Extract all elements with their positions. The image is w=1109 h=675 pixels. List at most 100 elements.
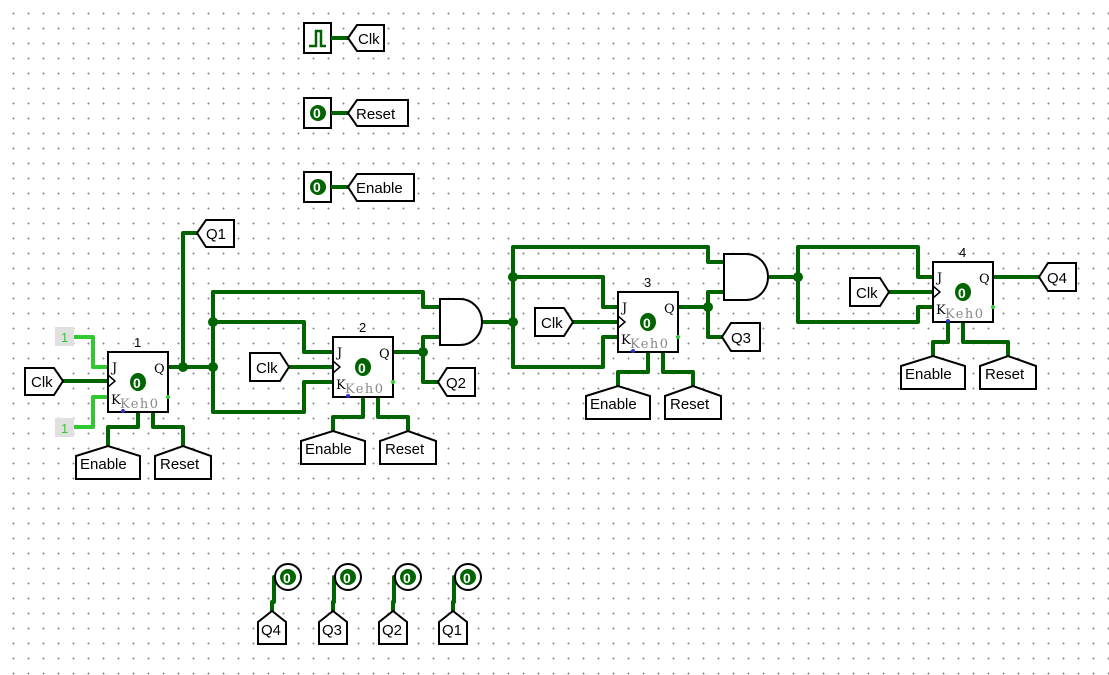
wire-const-j [74, 335, 108, 369]
svg-text:0: 0 [343, 570, 351, 586]
output-led-q4: 0 Q4 [257, 563, 302, 645]
junctions [178, 272, 803, 372]
reset-tunnel-ff4: Reset [979, 354, 1037, 390]
wire-ff3-enable [616, 350, 650, 389]
svg-text:0: 0 [643, 315, 651, 331]
svg-text:Enable: Enable [305, 441, 352, 458]
enable-tunnel-ff2: Enable [300, 429, 366, 465]
wire-ff3-q [676, 290, 726, 309]
svg-text:J: J [110, 361, 117, 376]
enable-tunnel-ff4: Enable [900, 354, 966, 390]
reset-tunnel-ff3: Reset [664, 384, 722, 420]
svg-text:Q: Q [979, 272, 990, 287]
svg-text:0: 0 [403, 570, 411, 586]
wire-ff4-reset [961, 320, 1010, 359]
svg-text:1: 1 [134, 335, 141, 350]
svg-text:0: 0 [283, 570, 291, 586]
svg-text:Reset: Reset [356, 106, 396, 123]
enable-tunnel-ff3: Enable [585, 384, 651, 420]
wire-ff2-q [390, 335, 442, 354]
wire-ff2-reset [376, 395, 410, 434]
svg-text:Clk: Clk [256, 360, 278, 377]
svg-text:Q: Q [154, 362, 165, 377]
svg-text:Q: Q [379, 347, 390, 362]
svg-text:Keh0: Keh0 [945, 307, 983, 322]
reset-tunnel-top: Reset [346, 99, 409, 127]
reset-input[interactable]: 0 [303, 97, 348, 129]
wire-and1-in1 [211, 290, 442, 309]
wire-ff3-j [511, 275, 620, 309]
svg-text:J: J [620, 301, 627, 316]
svg-text:Reset: Reset [385, 441, 425, 458]
svg-text:K: K [621, 333, 631, 348]
svg-text:2: 2 [359, 320, 366, 335]
wire-ff4-j [796, 245, 935, 279]
svg-text:Q4: Q4 [261, 622, 281, 639]
svg-text:Q2: Q2 [382, 622, 402, 639]
svg-text:Enable: Enable [905, 366, 952, 383]
and-gate-1 [439, 298, 483, 346]
jk-flipflop-2: 2 J Q K Keh0 0 [332, 320, 395, 398]
wire-ff3-reset [661, 350, 695, 389]
wire-const-k [74, 395, 108, 429]
wire-ff2-k [211, 365, 335, 414]
svg-text:K: K [936, 303, 946, 318]
output-led-q1: 0 Q1 [438, 563, 482, 645]
clk-tunnel-top: Clk [346, 24, 385, 52]
enable-tunnel-ff1: Enable [75, 444, 141, 480]
svg-text:J: J [335, 346, 342, 361]
jk-flipflop-1: 1 J Q K Keh0 0 [107, 335, 170, 413]
wire-ff3-k [511, 320, 620, 369]
svg-text:Reset: Reset [160, 456, 200, 473]
svg-text:Keh0: Keh0 [120, 397, 158, 412]
jk-flipflop-4: 4 J Q K Keh0 0 [932, 245, 995, 323]
svg-text:0: 0 [133, 375, 141, 391]
svg-text:Clk: Clk [31, 374, 53, 391]
output-led-q2: 0 Q2 [378, 563, 422, 645]
wire-q1 [181, 231, 199, 369]
svg-text:Q2: Q2 [446, 375, 466, 392]
wire-ff4-enable [931, 320, 950, 359]
wire-ff2-j [211, 320, 335, 354]
q1-tunnel: Q1 [195, 219, 235, 248]
clk-tunnel-ff1: Clk [24, 367, 65, 396]
enable-input[interactable]: 0 [303, 171, 348, 203]
enable-tunnel-top: Enable [346, 173, 415, 202]
reset-tunnel-ff1: Reset [154, 444, 212, 480]
q3-tunnel: Q3 [720, 322, 761, 352]
svg-text:Clk: Clk [541, 315, 563, 332]
svg-text:Enable: Enable [590, 396, 637, 413]
wire-ff2-enable [331, 395, 365, 434]
svg-text:Q1: Q1 [442, 622, 462, 639]
svg-text:0: 0 [313, 105, 321, 121]
svg-text:1: 1 [61, 421, 68, 436]
svg-text:Keh0: Keh0 [345, 382, 383, 397]
svg-text:J: J [935, 271, 942, 286]
const-wires [74, 335, 108, 429]
svg-text:Reset: Reset [985, 366, 1025, 383]
svg-text:1: 1 [61, 330, 68, 345]
svg-text:0: 0 [358, 360, 366, 376]
svg-text:Q3: Q3 [731, 330, 751, 347]
output-led-q3: 0 Q3 [318, 563, 362, 645]
constant-k: 1 [55, 418, 74, 437]
svg-text:Clk: Clk [856, 285, 878, 302]
clk-tunnel-ff3: Clk [534, 307, 575, 337]
clk-tunnel-ff4: Clk [849, 277, 891, 307]
reset-tunnel-ff2: Reset [379, 429, 437, 465]
wire-ff4-k [796, 275, 935, 324]
svg-text:Q3: Q3 [322, 622, 342, 639]
and-gate-2 [723, 253, 769, 301]
svg-text:Keh0: Keh0 [630, 337, 668, 352]
svg-text:Q1: Q1 [206, 226, 226, 243]
clock-input[interactable] [303, 22, 348, 54]
wire-q3 [706, 305, 724, 339]
svg-text:3: 3 [644, 275, 651, 290]
svg-text:Enable: Enable [356, 180, 403, 197]
wire-ff1-reset [151, 410, 185, 449]
svg-text:Reset: Reset [670, 396, 710, 413]
clk-tunnel-ff2: Clk [249, 352, 291, 382]
wire-q2 [421, 350, 440, 384]
